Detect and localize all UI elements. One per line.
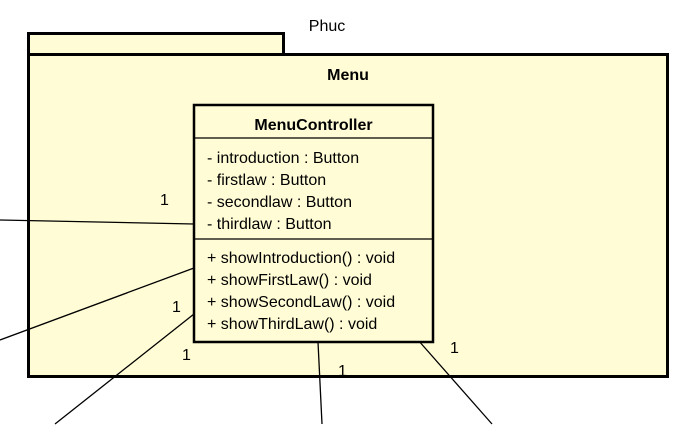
multiplicity-label: 1 (450, 340, 459, 357)
class-box (192, 103, 435, 344)
association-line-1[interactable] (0, 219, 195, 225)
class-operation: + showIntroduction() : void (207, 250, 395, 267)
class-operation: + showFirstLaw() : void (207, 272, 372, 289)
association-line-5[interactable] (417, 339, 493, 425)
class-attribute: - thirdlaw : Button (207, 216, 332, 233)
package-name: Menu (327, 67, 369, 84)
class-attribute: - introduction : Button (207, 150, 359, 167)
class-operation: + showSecondLaw() : void (207, 294, 395, 311)
multiplicity-label: 1 (160, 192, 169, 209)
class-operation: + showThirdLaw() : void (207, 316, 377, 333)
class-menucontroller[interactable]: MenuController - introduction : Button -… (192, 103, 435, 344)
class-attribute: - secondlaw : Button (207, 194, 352, 211)
package-tab (27, 32, 285, 56)
class-name: MenuController (254, 117, 372, 134)
package-owner-label: Phuc (309, 18, 345, 35)
multiplicity-label: 1 (172, 299, 181, 316)
class-attribute: - firstlaw : Button (207, 172, 326, 189)
multiplicity-label: 1 (338, 363, 347, 380)
association-line-3[interactable] (54, 313, 195, 425)
association-line-2[interactable] (0, 267, 195, 341)
association-line-4[interactable] (317, 341, 323, 425)
multiplicity-label: 1 (182, 347, 191, 364)
